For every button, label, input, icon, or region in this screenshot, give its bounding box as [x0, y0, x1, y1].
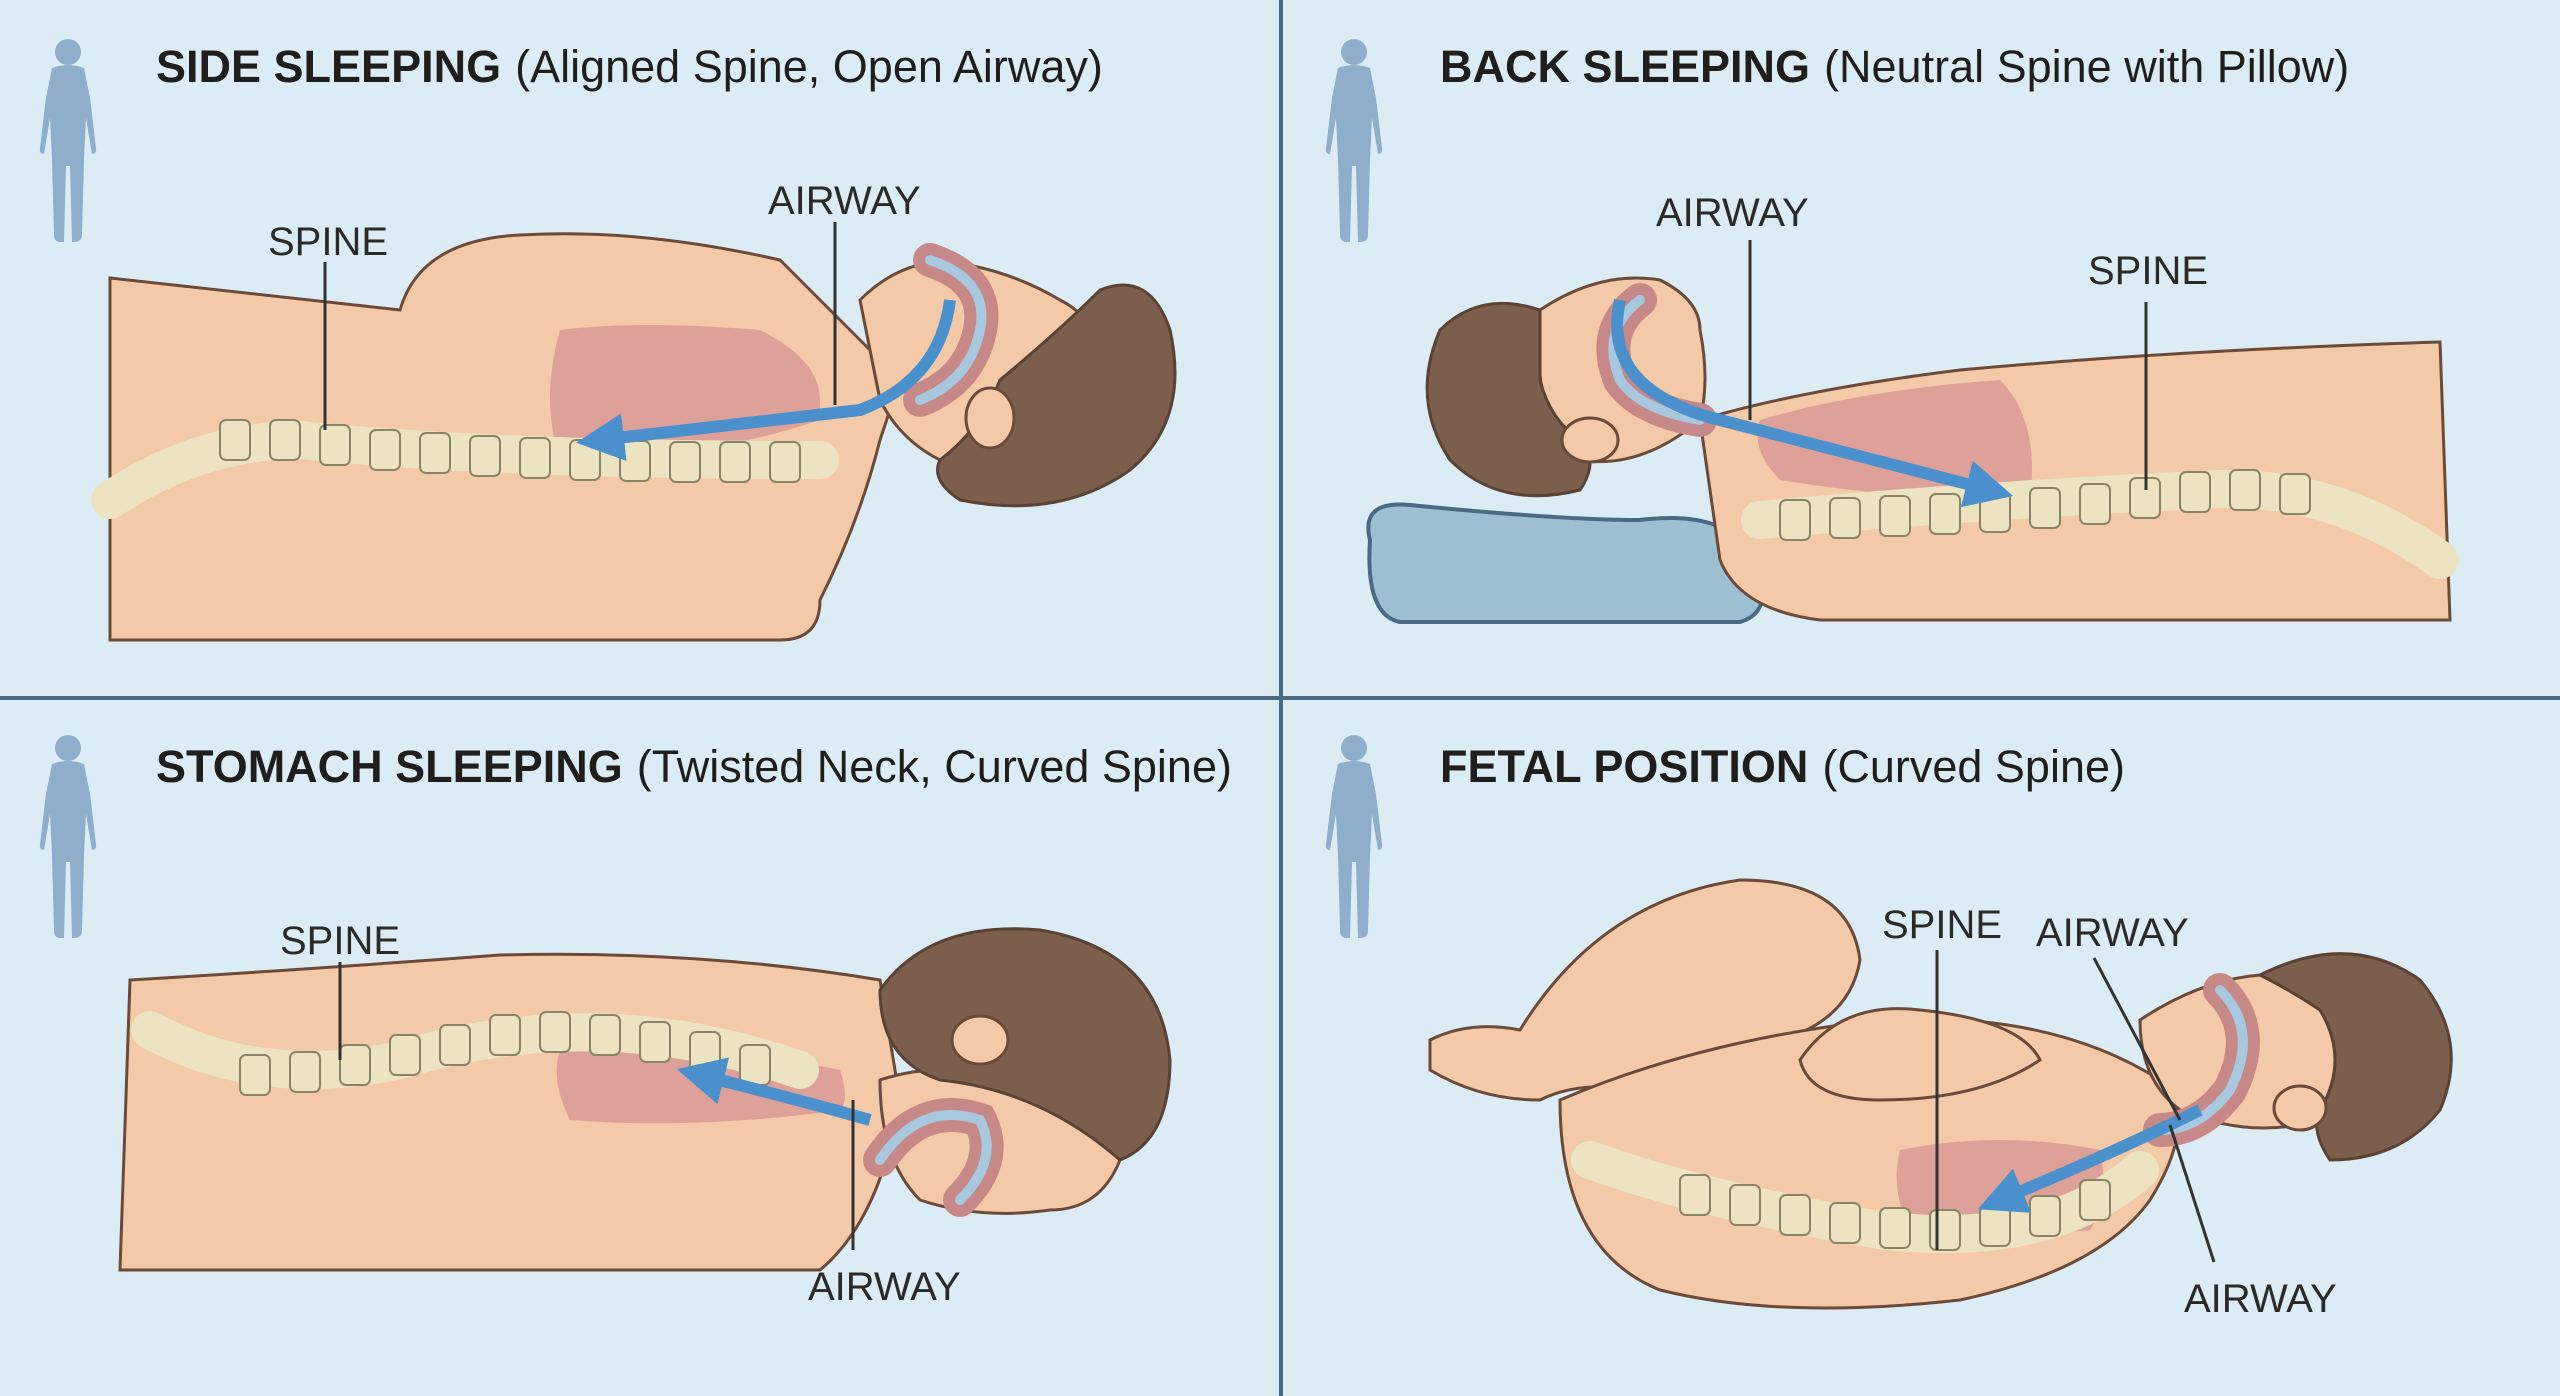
spine-label: SPINE [2088, 249, 2208, 293]
ear [2272, 1084, 2328, 1132]
ear [964, 386, 1016, 450]
spine-label: SPINE [1882, 903, 2002, 947]
airway-label: AIRWAY [808, 1265, 961, 1309]
panel-title: BACK SLEEPING(Neutral Spine with Pillow) [1440, 41, 2349, 92]
airway-lining [915, 255, 987, 405]
airway-label: AIRWAY [2036, 911, 2189, 955]
airflow-arrow [576, 299, 956, 462]
panel-title: STOMACH SLEEPING(Twisted Neck, Curved Sp… [156, 741, 1232, 792]
pillow [1366, 502, 1765, 624]
spine-label: SPINE [268, 220, 388, 264]
airway-label: AIRWAY [768, 179, 921, 223]
airway-label: AIRWAY [1656, 191, 1809, 235]
airway-lining [875, 1110, 992, 1205]
hair [2256, 952, 2453, 1162]
vertebrae [1779, 469, 2311, 541]
arms [1798, 1007, 2042, 1102]
airway-label-lower: AIRWAY [2184, 1277, 2337, 1321]
hair [878, 927, 1172, 1162]
vertebrae [1679, 1174, 2111, 1251]
vertebrae [239, 1011, 771, 1096]
panel-back-sleeping: BACK SLEEPING(Neutral Spine with Pillow) [1325, 39, 2459, 624]
ear [950, 1014, 1010, 1066]
panel-fetal-position: FETAL POSITION(Curved Spine) [1325, 735, 2453, 1321]
panel-stomach-sleeping: STOMACH SLEEPING(Twisted Neck, Curved Sp… [39, 735, 1232, 1309]
hair [936, 283, 1177, 508]
spine-label: SPINE [280, 919, 400, 963]
spine [91, 420, 839, 519]
airflow-arrow [1611, 298, 2014, 508]
panel-title: FETAL POSITION(Curved Spine) [1440, 741, 2125, 792]
airway-leader-line [2092, 957, 2182, 1121]
ear [1560, 416, 1620, 464]
airway-lining [2155, 985, 2248, 1135]
airway-leader-line-lower [2168, 1124, 2216, 1263]
panel-side-sleeping: SIDE SLEEPING(Aligned Spine, Open Airway… [39, 39, 1177, 642]
panel-title: SIDE SLEEPING(Aligned Spine, Open Airway… [156, 41, 1103, 92]
